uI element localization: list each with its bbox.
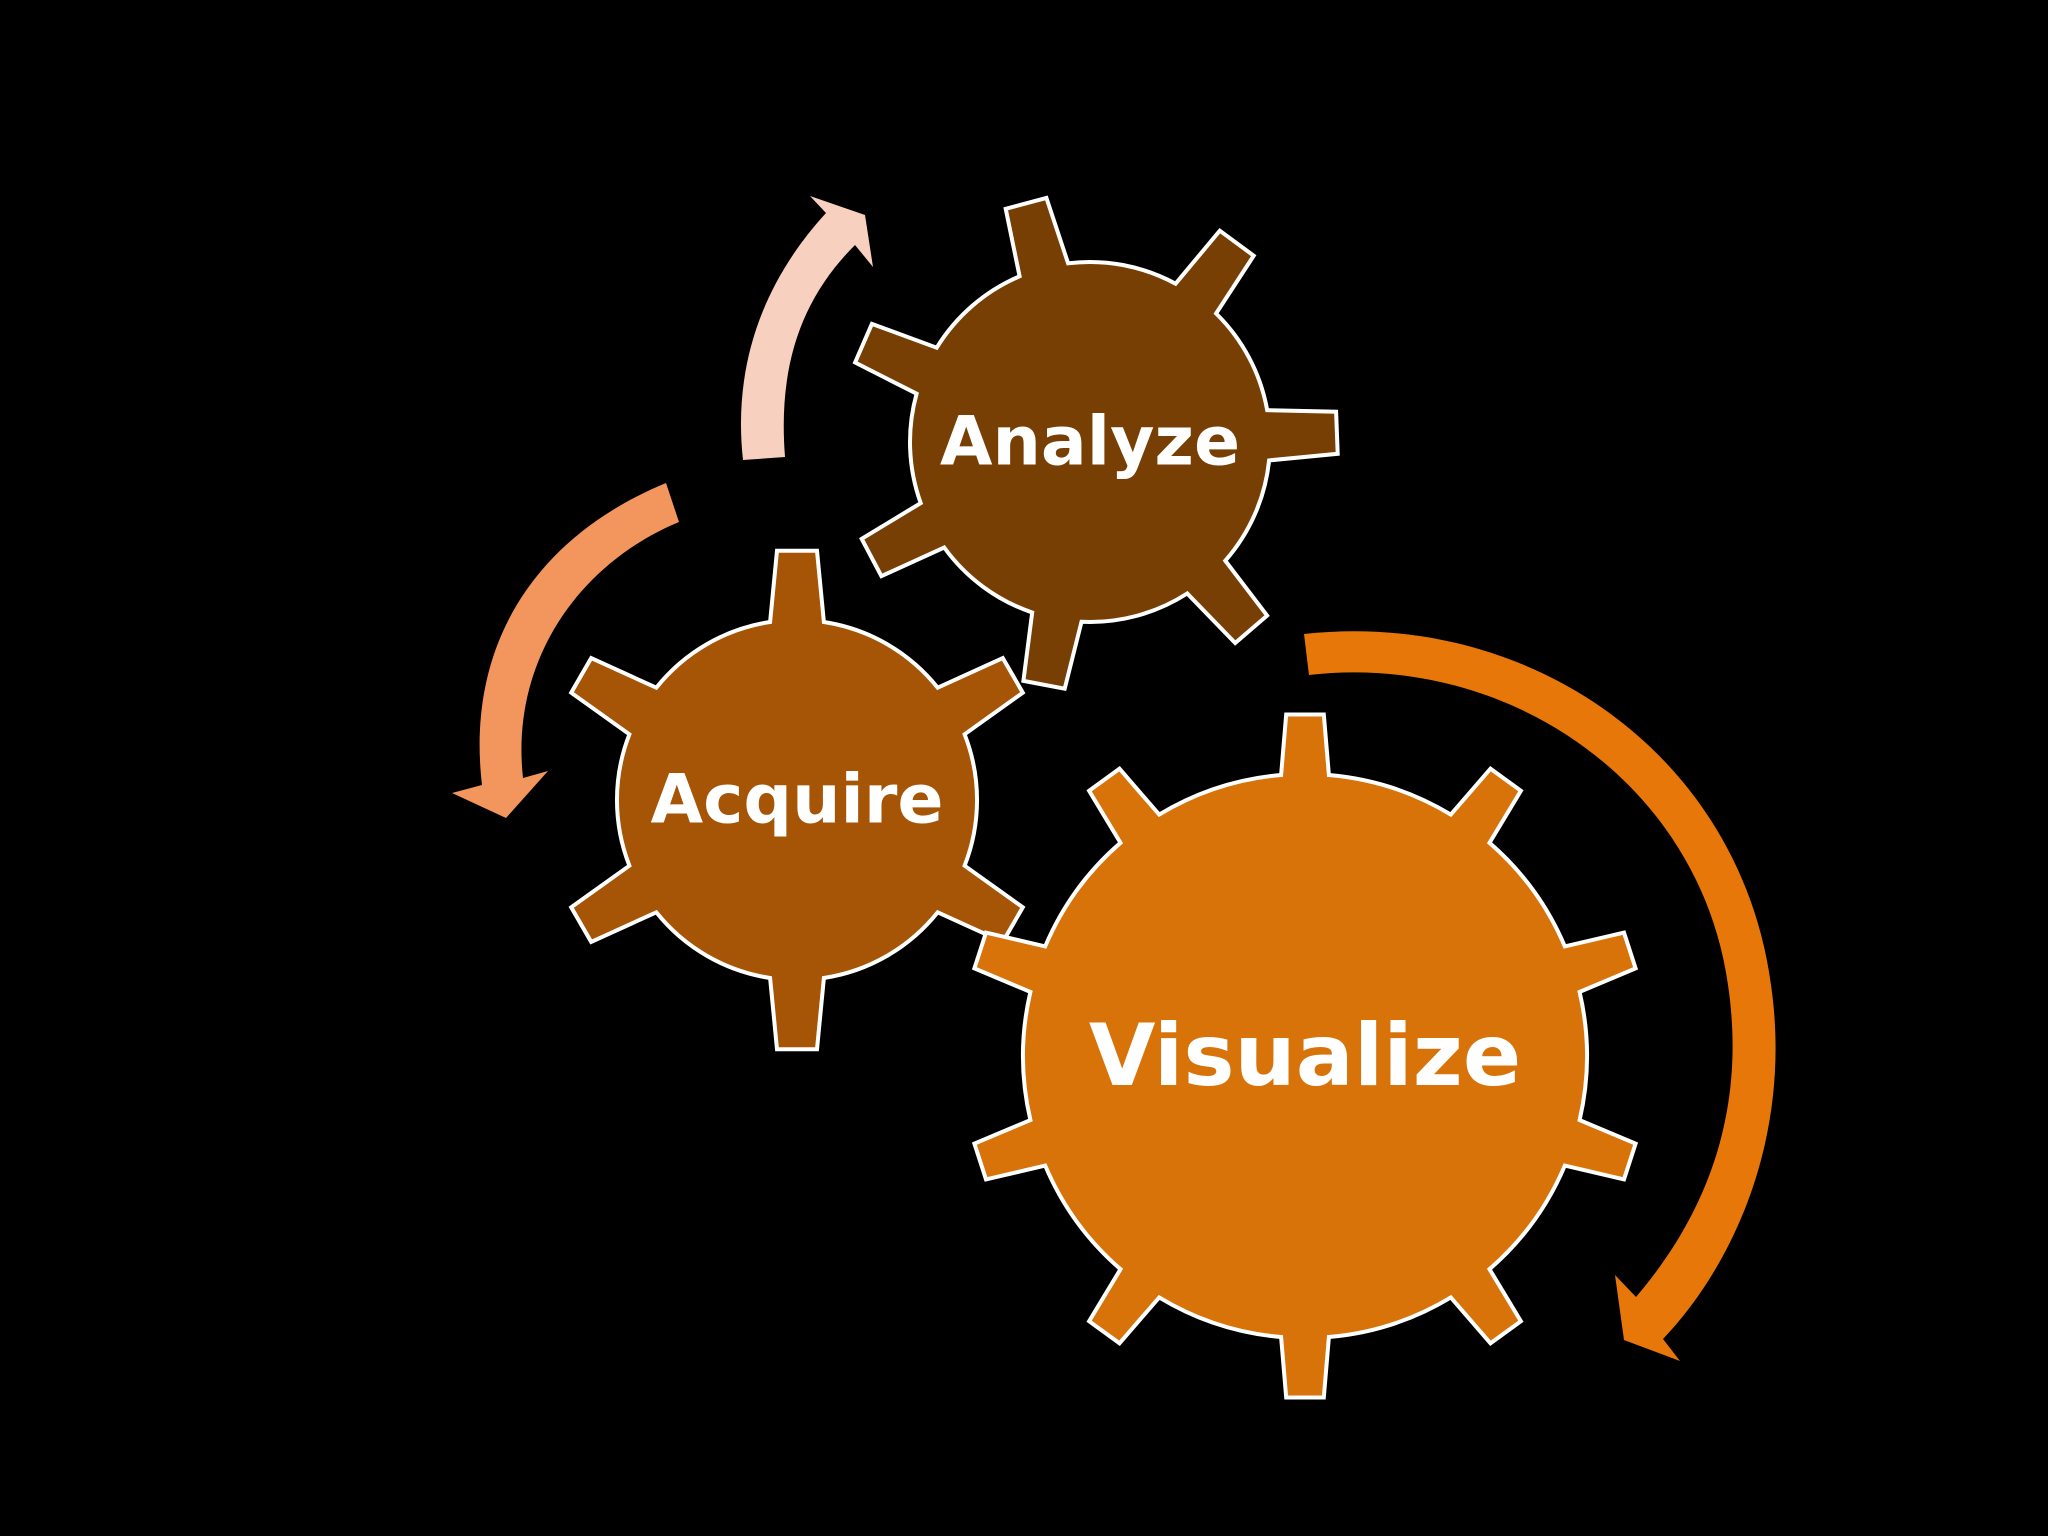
cycle-arrows bbox=[452, 196, 1776, 1361]
gear-acquire-body bbox=[568, 548, 1026, 1052]
arrow-to-analyze bbox=[740, 196, 873, 460]
arrow-to-visualize bbox=[1304, 631, 1776, 1361]
gear-analyze-label: Analyze bbox=[940, 403, 1240, 482]
gear-acquire: Acquire bbox=[568, 548, 1026, 1052]
gear-acquire-label: Acquire bbox=[651, 761, 944, 840]
gear-analyze: Analyze bbox=[852, 195, 1340, 692]
gear-visualize: Visualize bbox=[971, 712, 1639, 1400]
gear-visualize-label: Visualize bbox=[1089, 1006, 1521, 1106]
gear-analyze-body bbox=[852, 195, 1340, 692]
arrow-to-acquire bbox=[452, 483, 679, 818]
gear-visualize-body bbox=[971, 712, 1639, 1400]
